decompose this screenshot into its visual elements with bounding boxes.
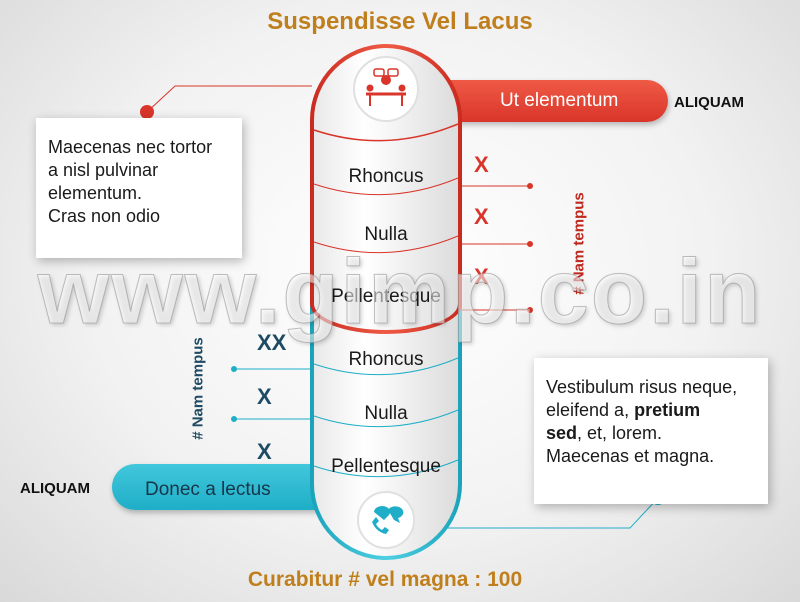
stack-column — [310, 44, 462, 560]
upper-mark-1: X — [474, 152, 489, 177]
right-card-line-1: Vestibulum risus neque, — [546, 377, 738, 397]
lower-segment-2: Nulla — [364, 403, 408, 424]
support-chat-icon — [372, 506, 404, 534]
upper-divider-2 — [313, 235, 459, 254]
right-text-card: Vestibulum risus neque, eleifend a, pret… — [534, 358, 768, 504]
bottom-ribbon-tag: ALIQUAM — [20, 480, 90, 497]
upper-segment-2: Nulla — [364, 224, 408, 245]
lower-divider-1 — [313, 357, 459, 376]
left-card-connector — [146, 85, 312, 113]
upper-body — [314, 48, 458, 330]
lower-segment-3: Pellentesque — [331, 456, 441, 477]
bottom-ribbon-label: Donec a lectus — [145, 479, 271, 500]
top-ribbon-label: Ut elementum — [500, 90, 619, 111]
watermark: www.gimp.co.in — [37, 241, 763, 344]
right-card-bold-2: sed — [546, 423, 578, 443]
bottom-icon-disc — [357, 491, 415, 549]
lower-tick-dot-2 — [231, 416, 237, 422]
left-card-line-1: Maecenas nec tortor — [48, 137, 213, 157]
top-icon-disc — [353, 56, 419, 122]
lower-body — [314, 294, 458, 556]
upper-tick-dot-1 — [527, 183, 533, 189]
bottom-ribbon — [112, 464, 318, 510]
left-text-card: Maecenas nec tortor a nisl pulvinar elem… — [36, 118, 242, 258]
upper-tick-dot-2 — [527, 241, 533, 247]
left-card-dot — [140, 105, 154, 119]
left-card-line-2: a nisl pulvinar — [48, 160, 159, 180]
lower-segment-1: Rhoncus — [348, 349, 424, 370]
page-title: Suspendisse Vel Lacus — [267, 8, 533, 35]
upper-mark-3: X — [474, 264, 489, 289]
right-card-line-2: eleifend a, pretium — [546, 399, 768, 422]
upper-divider-0 — [313, 123, 459, 142]
upper-segment-1: Rhoncus — [348, 166, 424, 187]
lower-mark-3: X — [257, 439, 272, 464]
right-card-line-3: sed, et, lorem. — [546, 422, 768, 445]
left-card-line-4: Cras non odio — [48, 206, 161, 226]
upper-divider-1 — [313, 177, 459, 196]
lower-divider-3 — [313, 459, 459, 478]
left-card-line-3: elementum. — [48, 183, 143, 203]
right-card-line-2-text: eleifend a, — [546, 400, 630, 420]
footer-caption: Curabitur # vel magna : 100 — [247, 568, 523, 591]
right-card-line-4: Maecenas et magna. — [546, 446, 715, 466]
top-ribbon — [446, 80, 668, 122]
lower-mark-1: XX — [257, 330, 287, 355]
right-card-connector — [420, 497, 659, 529]
lower-tick-dot-1 — [231, 366, 237, 372]
right-card-line-3-text: , et, lorem. — [577, 423, 663, 443]
lower-divider-2 — [313, 409, 459, 428]
upper-tick-dot-3 — [527, 307, 533, 313]
meeting-icon — [366, 68, 406, 106]
upper-segment-3: Pellentesque — [331, 286, 441, 307]
upper-mark-2: X — [474, 204, 489, 229]
right-card-bold-1: pretium — [634, 400, 701, 420]
lower-mark-2: X — [257, 384, 272, 409]
top-ribbon-tag: ALIQUAM — [674, 94, 744, 111]
